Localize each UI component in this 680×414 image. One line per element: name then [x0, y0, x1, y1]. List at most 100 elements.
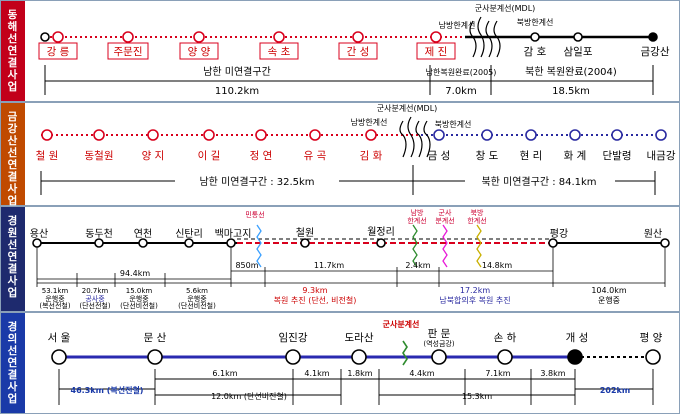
seg-148: 14.8km: [482, 261, 512, 270]
station-dot: [569, 129, 581, 141]
seg-850: 850m: [235, 261, 258, 270]
panel-donghae: 동해선연결사업 강 릉 주문진 양 양 속 초 간 성 제 진 감 호 삼일포 …: [0, 0, 680, 102]
seg-117: 11.7km: [314, 261, 344, 270]
station-samilpo: 삼일포: [564, 45, 593, 58]
mdl-label: 군사: [439, 208, 452, 217]
station-dot: [138, 238, 148, 248]
station-dot: [548, 238, 558, 248]
dist-d4: 1.8km: [347, 369, 372, 378]
station-dot: [567, 349, 583, 365]
mdl-label-2: 분계선: [435, 216, 454, 225]
seg-172: 17.2km: [460, 286, 490, 295]
station-dot: [52, 31, 64, 43]
panel-geumgangsan: 금강산선연결사업 군사분계선(MDL) 남방한계선 북방한계선 철 원 동철원 …: [0, 102, 680, 207]
civ-line-label: 민통선: [245, 210, 264, 219]
station-dot: [365, 129, 377, 141]
station-imjingang: 임진강: [279, 331, 308, 344]
station-dot: [147, 129, 159, 141]
station-gamho: 감 호: [524, 46, 547, 58]
station-dot: [285, 349, 301, 365]
seg1-value: 110.2km: [215, 86, 259, 97]
distance-lines: [36, 247, 666, 287]
seg2-value: 7.0km: [445, 86, 476, 97]
dist-a3-status: 운행중: [129, 294, 149, 303]
station-yongsan: 용산: [30, 228, 48, 240]
station-dot: [433, 129, 445, 141]
dist-a4-status: 운행중: [187, 294, 207, 303]
station-dot: [645, 349, 661, 365]
station-dot: [525, 129, 537, 141]
station-labels: 용산 동두천 연천 신탄리 백마고지 철원 월정리 평강 원산: [30, 226, 662, 240]
dist-d9: 12.0km (단선비전철): [211, 391, 287, 401]
north-limit-label: 북방한계선: [517, 17, 554, 27]
dist-a3-sub: (단선비전철): [120, 301, 158, 310]
seg-93: 9.3km: [302, 286, 327, 295]
seg1-label: 남한 미연결구간: [203, 66, 271, 78]
dist-a4-sub: (단선비전철): [178, 301, 216, 310]
dist-a1-sub: (복선전철): [39, 301, 70, 310]
station-dot: [648, 32, 658, 42]
station-dot: [497, 349, 513, 365]
station-dot: [273, 31, 285, 43]
station-hyeonri: 현 리: [520, 150, 543, 162]
distance-lines: [44, 65, 654, 95]
dist-a3: 15.0km: [126, 287, 153, 295]
panel-title-bar: 금강산선연결사업: [1, 103, 25, 207]
north-limit-label: 북방: [471, 208, 484, 217]
south-limit-label: 남방한계선: [439, 20, 476, 30]
station-dot: [309, 129, 321, 141]
station-labels: 서 울 문 산 임진강 도라산 판 문 (역성금강) 손 하 개 성 평 양: [48, 328, 663, 348]
station-dot: [255, 129, 267, 141]
dist-a1: 53.1km: [42, 287, 69, 295]
donghae-diagram: 강 릉 주문진 양 양 속 초 간 성 제 진 감 호 삼일포 금강산 군사분계…: [38, 3, 670, 97]
dist-d10: 15.3km: [462, 392, 492, 401]
panel-title: 경원선연결사업: [7, 215, 19, 299]
north-limit-label: 북방한계선: [435, 119, 472, 129]
station-igil: 이 길: [198, 149, 221, 162]
station-dot: [351, 349, 367, 365]
station-jeongyeon: 정 연: [250, 150, 273, 162]
panel-title: 금강산선연결사업: [7, 111, 19, 207]
station-dot: [193, 31, 205, 43]
station-dot: [655, 129, 667, 141]
station-dot: [122, 31, 134, 43]
panel-title: 경의선연결사업: [7, 321, 19, 405]
north-limit-label-2: 한계선: [467, 216, 486, 225]
station-sintanri: 신탄리: [175, 228, 203, 240]
station-danballyeong: 단발령: [603, 150, 632, 162]
station-dot: [530, 32, 540, 42]
station-geumseong: 금 성: [428, 150, 451, 162]
seg-93-sub: 복원 추진 (단선, 비전철): [274, 295, 357, 305]
dist-a4: 5.6km: [186, 287, 208, 295]
station-ganseong: 간 성: [347, 46, 370, 58]
station-pyeongyang: 평 양: [640, 332, 663, 344]
dist-d6: 7.1km: [485, 369, 510, 378]
seg-172-sub: 남북합의후 복원 추진: [439, 295, 510, 305]
station-dot: [203, 129, 215, 141]
dist-d1: 46.3km (복선전철): [71, 385, 144, 395]
seg-1040: 104.0km: [591, 286, 627, 295]
seg2-label: 남한복원완료(2005): [426, 68, 497, 77]
station-yugok: 유 곡: [304, 150, 327, 162]
station-dot: [51, 349, 67, 365]
seg1-label: 남한 미연결구간 : 32.5km: [199, 176, 314, 188]
station-cheorwon: 철 원: [36, 150, 59, 162]
station-naegeumgang: 내금강: [647, 150, 676, 162]
station-jejin: 제 진: [425, 46, 448, 58]
seg3-label: 북한 복원완료(2004): [525, 66, 617, 78]
mdl-label: 군사분계선: [383, 319, 420, 329]
station-dot: [94, 238, 104, 248]
seg3-value: 18.5km: [552, 86, 590, 97]
station-dongcheorwon: 동철원: [85, 150, 114, 162]
station-labels-north: 금 성 창 도 현 리 화 계 단발령 내금강: [428, 150, 676, 162]
border-marks: [399, 116, 431, 158]
panel-title-bar: 경의선연결사업: [1, 313, 25, 413]
mdl-label: 군사분계선(MDL): [377, 103, 438, 113]
border-squiggles: [256, 224, 482, 268]
dist-a1-status: 운행중: [45, 294, 65, 303]
dist-d8: 202km: [600, 386, 630, 395]
station-dot: [660, 238, 670, 248]
station-dot: [226, 238, 236, 248]
station-dot: [573, 32, 583, 42]
station-sonha: 손 하: [494, 331, 517, 344]
